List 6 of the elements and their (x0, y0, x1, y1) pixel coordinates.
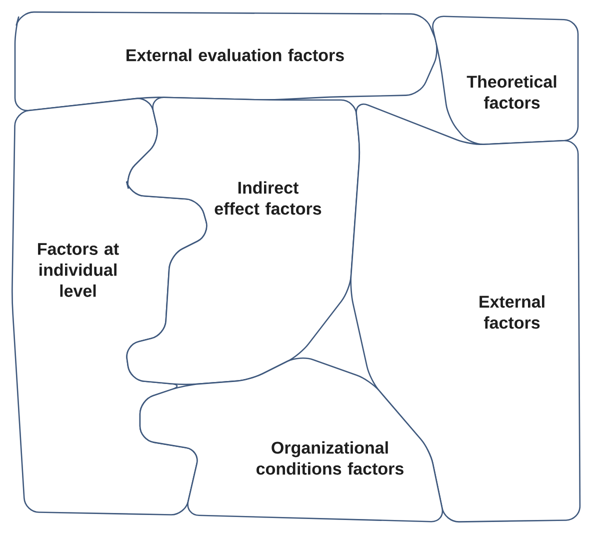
puzzle-piece: Factors at individual level (12, 98, 208, 516)
puzzle-piece: Indirect effect factors (126, 96, 360, 385)
puzzle-piece: External evaluation factors (14, 11, 438, 112)
puzzle-piece: Theoretical factors (432, 16, 579, 145)
node-label: External factors (480, 295, 544, 329)
puzzle-piece: Organizational conditions factors (139, 358, 444, 522)
